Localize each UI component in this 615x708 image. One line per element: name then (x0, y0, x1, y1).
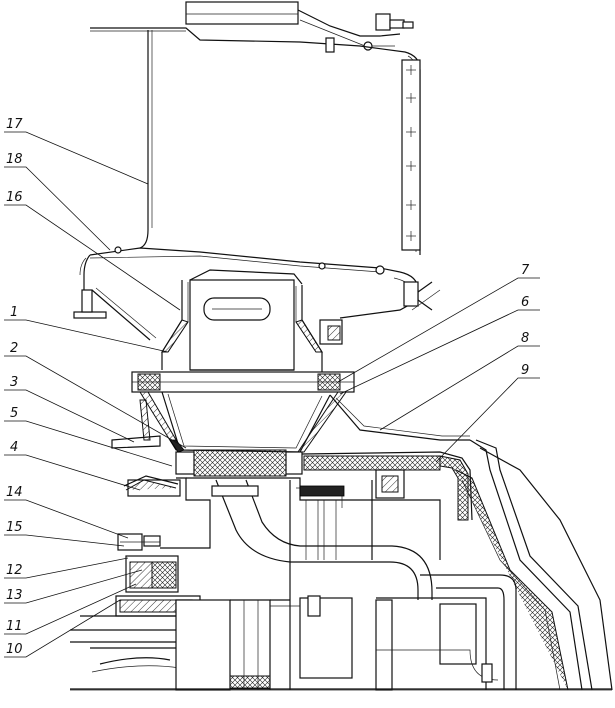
callout-16: 16 (6, 190, 23, 205)
callout-7: 7 (521, 263, 530, 278)
callout-14: 14 (6, 485, 23, 500)
callout-17: 17 (6, 117, 23, 132)
callout-15: 15 (6, 520, 23, 535)
callout-4: 4 (10, 440, 18, 455)
intake-body (131, 269, 355, 453)
callout-1: 1 (10, 305, 18, 320)
callout-10: 10 (6, 642, 23, 657)
callout-2: 2 (10, 341, 18, 356)
right-fittings (319, 271, 441, 345)
callout-18: 18 (6, 152, 23, 167)
callout-12: 12 (6, 563, 23, 578)
callout-labels: 17 18 16 1 2 3 5 4 14 15 12 13 11 10 7 6… (6, 117, 530, 657)
callout-6: 6 (521, 295, 529, 310)
callout-13: 13 (6, 588, 23, 603)
callout-leaders (4, 131, 540, 658)
left-brackets (111, 399, 185, 453)
callout-9: 9 (521, 363, 529, 378)
callout-3: 3 (10, 375, 18, 390)
callout-11: 11 (6, 619, 23, 634)
callout-8: 8 (521, 331, 529, 346)
callout-5: 5 (10, 406, 18, 421)
base-line (70, 688, 612, 691)
upper-tank (73, 1, 421, 341)
